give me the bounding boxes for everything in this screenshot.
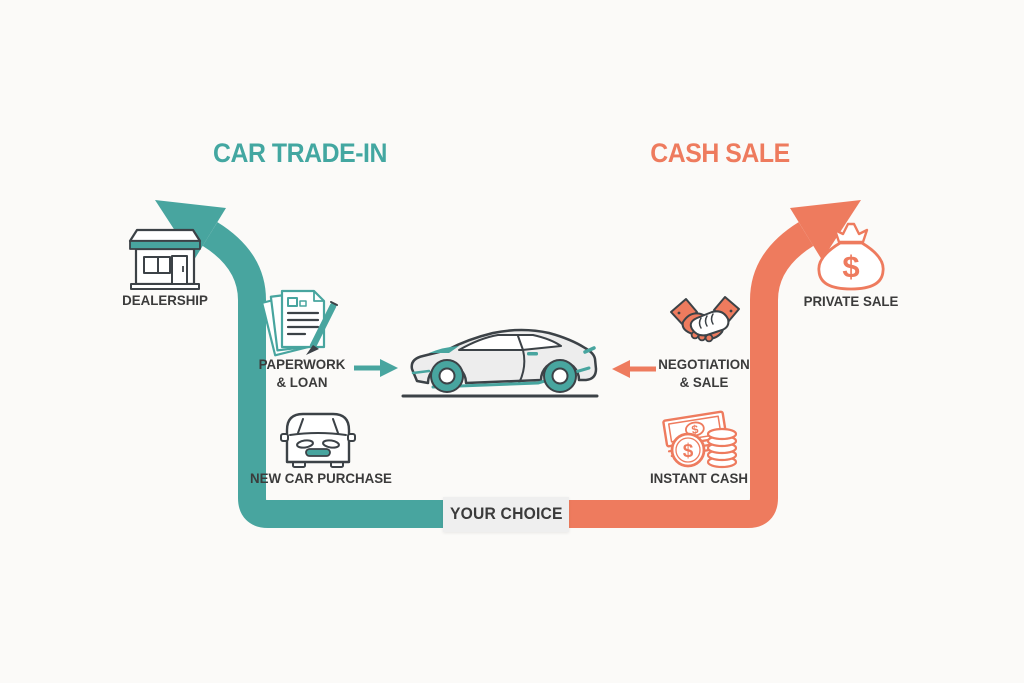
negotiation-sale-label-line2: & SALE (679, 373, 729, 390)
negotiation-to-car-arrow-icon (612, 360, 656, 378)
bag-dollar-symbol: $ (842, 249, 859, 284)
new-car-purchase-label: NEW CAR PURCHASE (250, 470, 392, 486)
cash-sale-title: CASH SALE (650, 138, 790, 168)
paperwork-loan-label-line2: & LOAN (276, 373, 328, 390)
cash-stack-icon: $ $ (662, 410, 738, 469)
car-side-icon (401, 328, 599, 398)
dealership-label: DEALERSHIP (122, 292, 208, 308)
negotiation-sale-label-line1: NEGOTIATION (658, 356, 750, 372)
paperwork-loan-label: PAPERWORK & LOAN (259, 356, 346, 391)
your-choice-label: YOUR CHOICE (449, 505, 563, 523)
coin-dollar-symbol: $ (683, 441, 694, 462)
your-choice-box: YOUR CHOICE (443, 497, 569, 532)
cash-sale-path-arrow (568, 200, 861, 528)
bills-dollar-symbol: $ (691, 422, 700, 437)
paperwork-pen-icon (260, 289, 338, 357)
negotiation-sale-label: NEGOTIATION & SALE (658, 356, 749, 391)
paperwork-to-car-arrow-icon (354, 359, 398, 377)
new-car-front-icon (280, 412, 356, 468)
paperwork-loan-label-line1: PAPERWORK (258, 356, 346, 372)
money-bag-icon: $ (817, 222, 885, 291)
trade-in-title: CAR TRADE-IN (213, 138, 387, 168)
handshake-icon (670, 296, 740, 343)
private-sale-label: PRIVATE SALE (803, 293, 899, 309)
dealership-storefront-icon (128, 228, 202, 290)
instant-cash-label: INSTANT CASH (649, 470, 749, 486)
